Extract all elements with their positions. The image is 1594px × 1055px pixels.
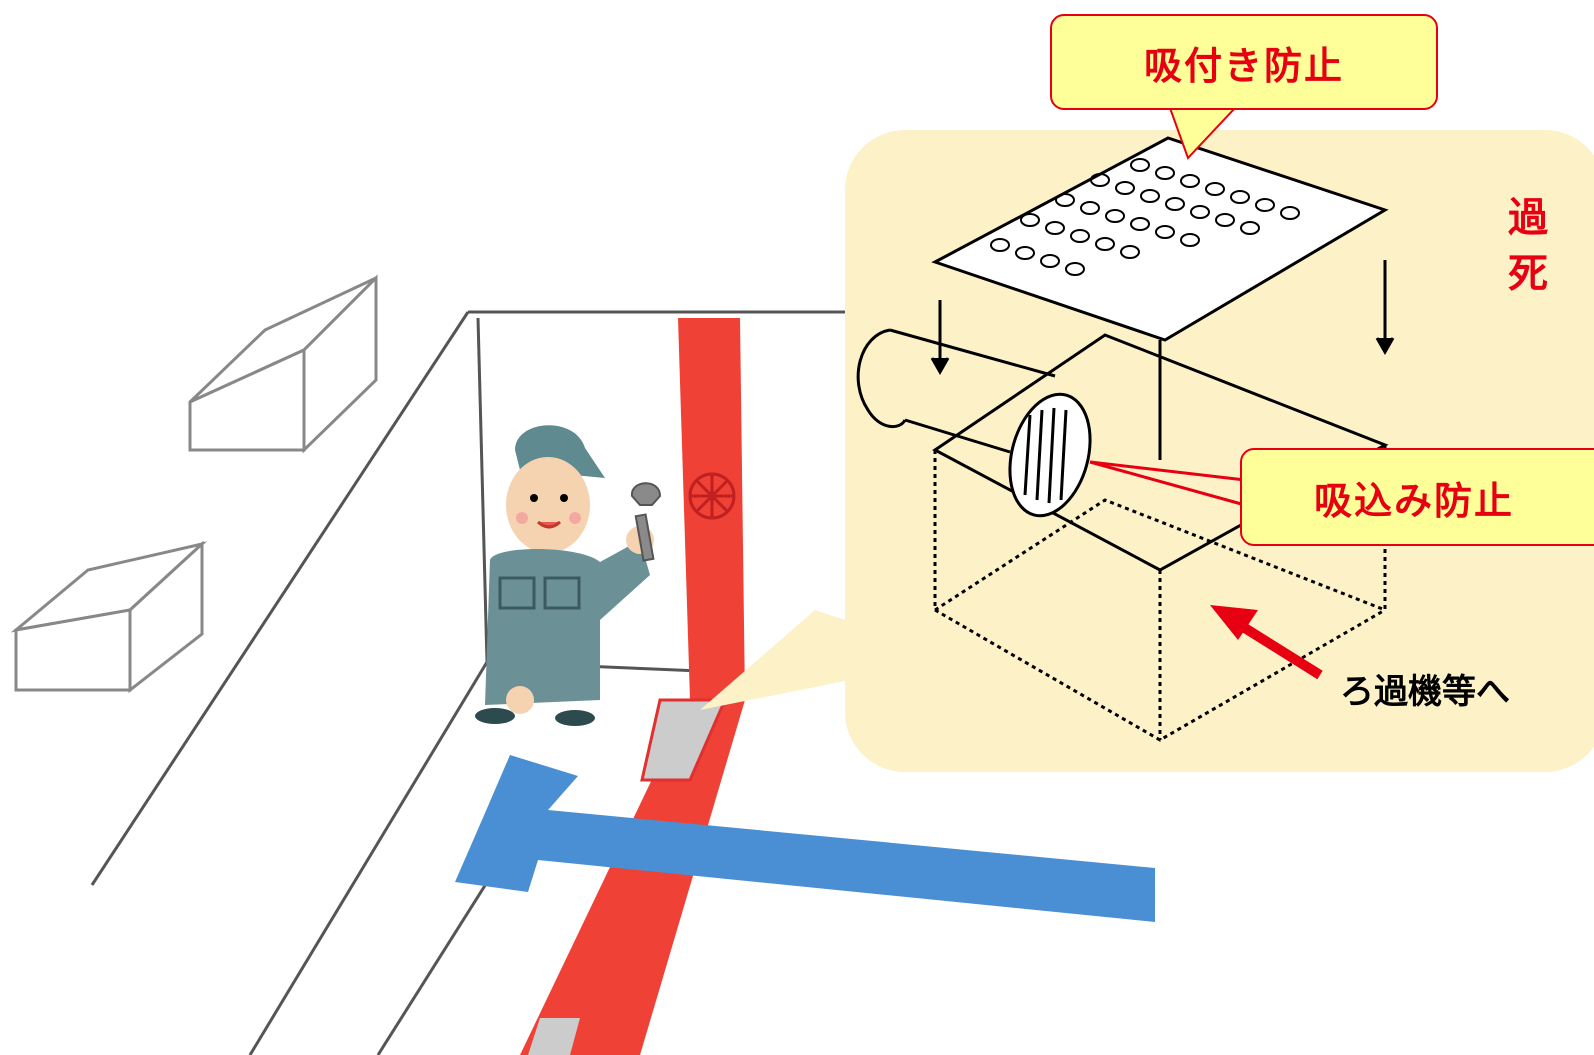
return-pipe [455, 755, 1155, 922]
side-note-line2: 死 [1508, 251, 1548, 297]
grate-holes [990, 158, 1300, 276]
drain-grate-upper-icon [640, 698, 728, 782]
to-filter-label: ろ過機等へ [1340, 672, 1510, 712]
deck-block-upper [188, 274, 378, 454]
suction-lock-prevention-label: 吸付き防止 [1050, 14, 1438, 110]
wall-inlet-icon [688, 472, 736, 520]
deck-block-lower [10, 540, 208, 694]
supply-pipe [520, 318, 745, 1055]
side-note-line1: 過 [1508, 195, 1548, 241]
intake-prevention-label: 吸込み防止 [1240, 448, 1594, 546]
drain-sump-diagram [856, 136, 1395, 742]
worker-icon [475, 425, 654, 726]
arrow-icon [1210, 605, 1323, 680]
wrench-icon [630, 482, 662, 562]
intake-pointer [1089, 460, 1246, 507]
